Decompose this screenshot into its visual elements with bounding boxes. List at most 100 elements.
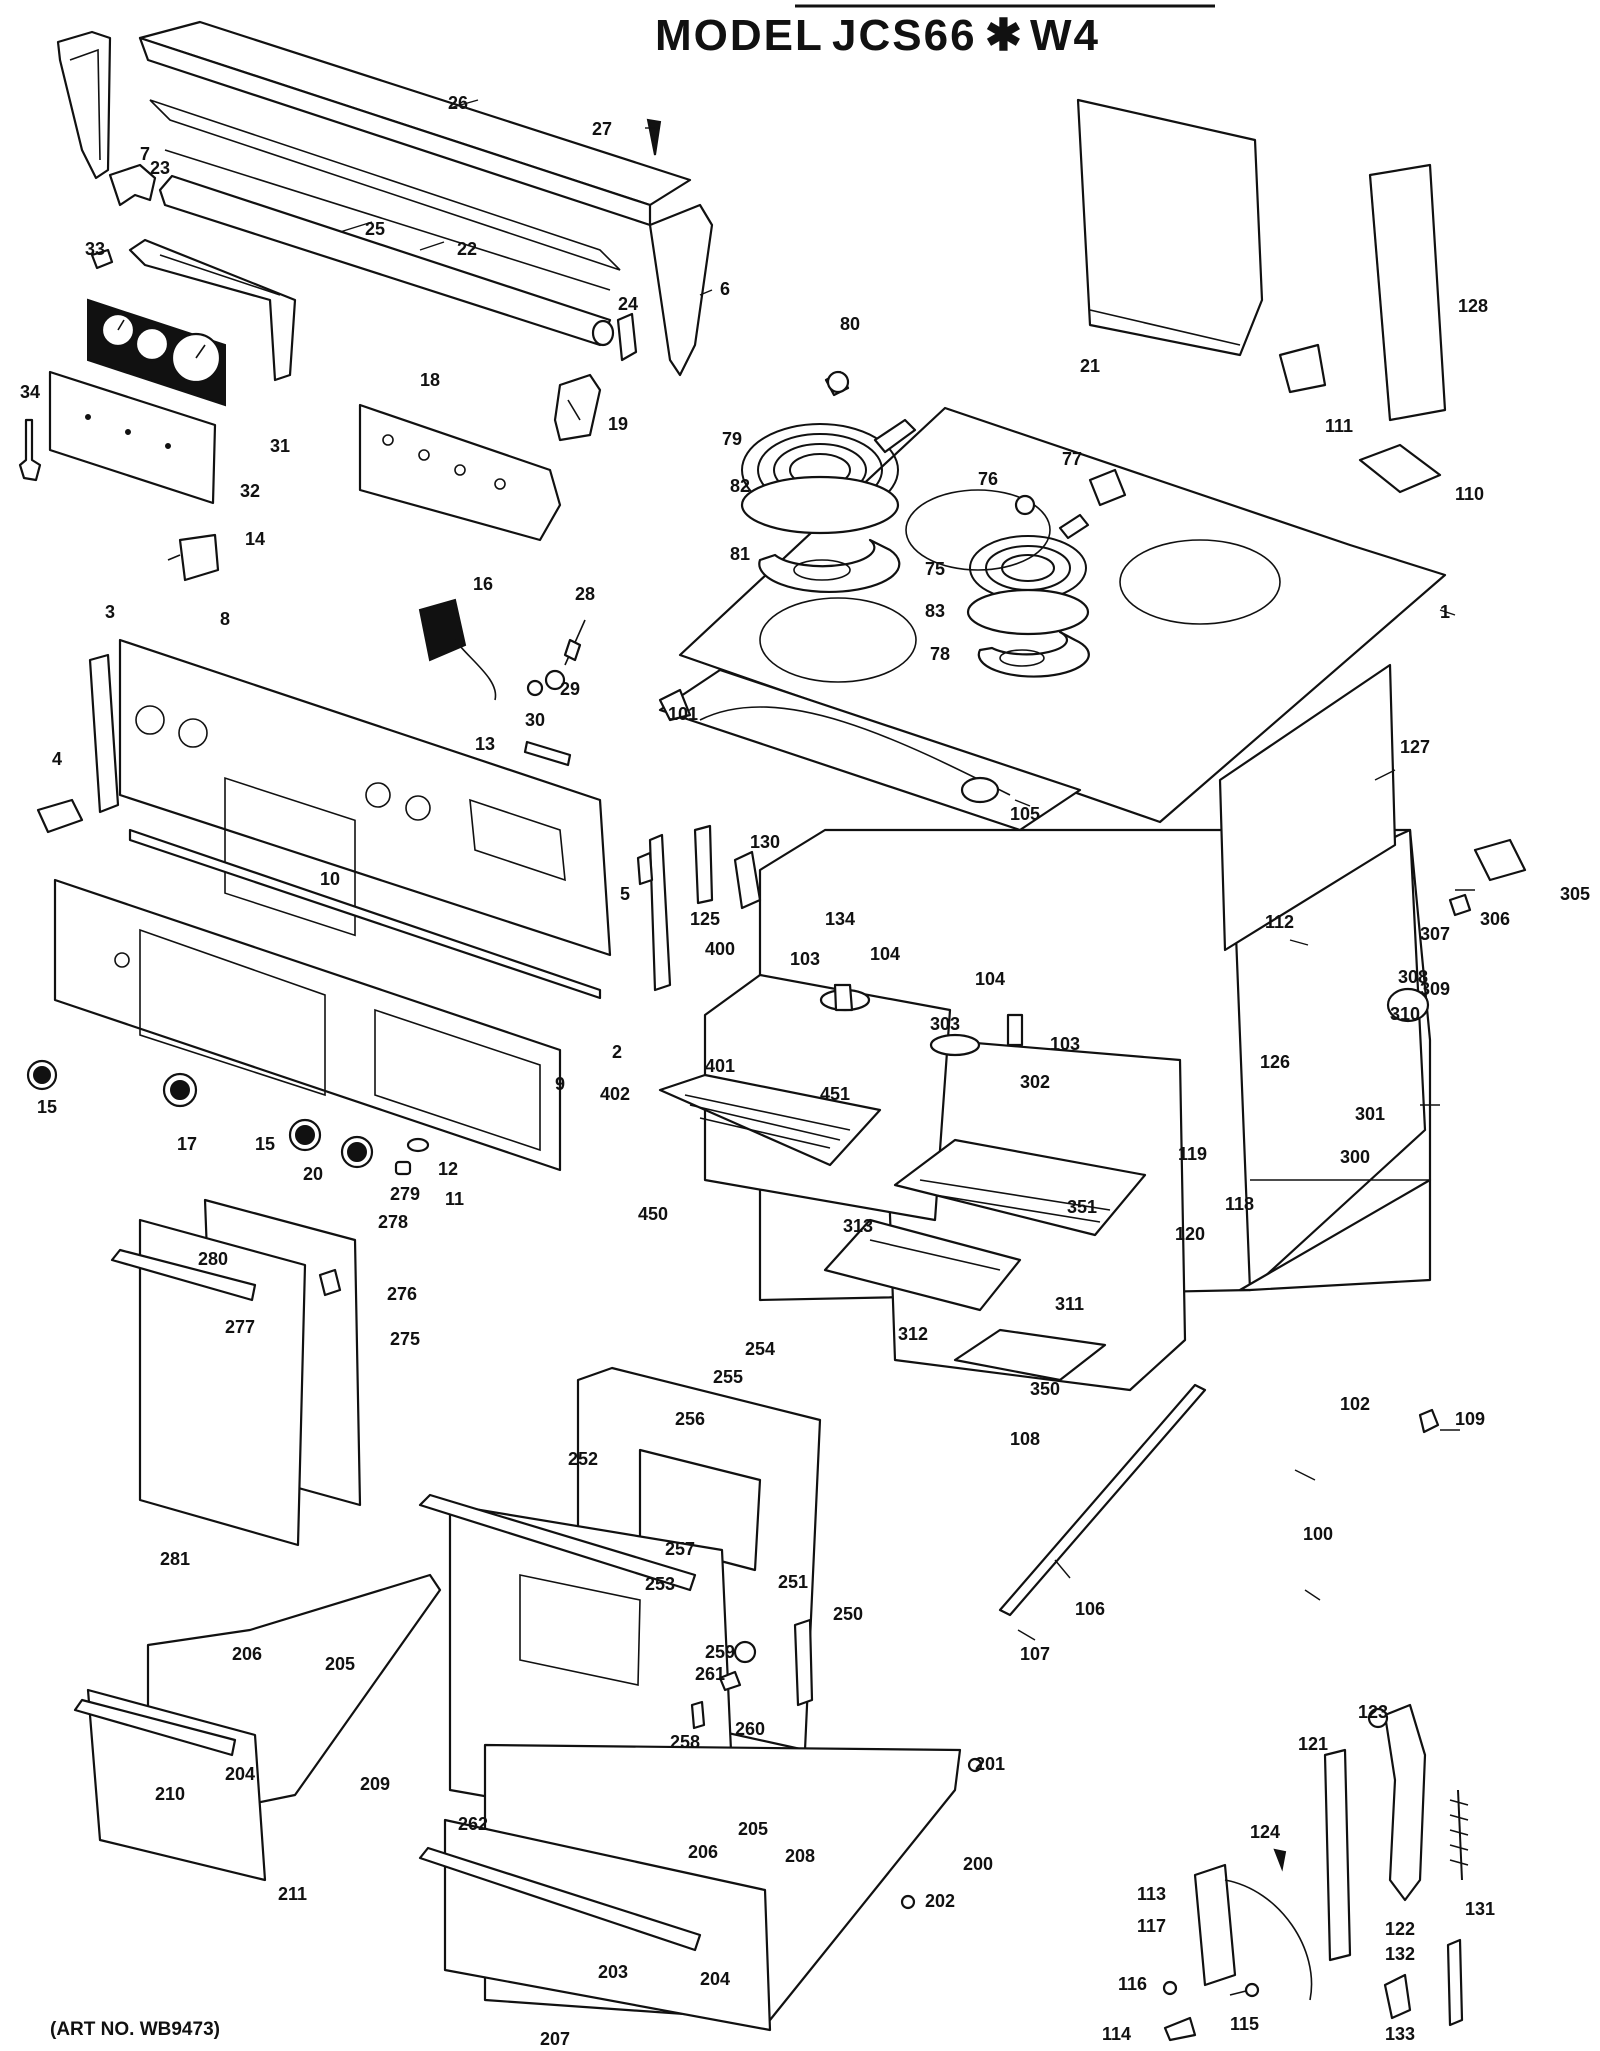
label-204b: 204 xyxy=(700,1969,730,1989)
backguard-end-cap-right xyxy=(648,203,714,377)
label-300: 300 xyxy=(1340,1147,1370,1167)
surface-knob-2 xyxy=(162,1072,198,1108)
control-panel xyxy=(118,638,612,957)
label-127: 127 xyxy=(1400,737,1430,757)
art-number: (ART NO. WB9473) xyxy=(50,2019,220,2040)
hinge-washer-116 xyxy=(1162,1980,1178,1996)
label-125: 125 xyxy=(690,909,720,929)
label-253: 253 xyxy=(645,1574,675,1594)
label-122: 122 xyxy=(1385,1919,1415,1939)
label-261: 261 xyxy=(695,1664,725,1684)
label-210: 210 xyxy=(155,1784,185,1804)
label-257: 257 xyxy=(665,1539,695,1559)
label-105: 105 xyxy=(1010,804,1040,824)
label-23: 23 xyxy=(150,158,170,178)
trim-screw xyxy=(646,118,662,156)
label-6: 6 xyxy=(720,279,730,299)
label-25: 25 xyxy=(365,219,385,239)
label-19: 19 xyxy=(608,414,628,434)
label-262: 262 xyxy=(458,1814,488,1834)
label-124: 124 xyxy=(1250,1822,1280,1842)
trim-ring-large xyxy=(740,475,900,535)
surface-knob-1 xyxy=(26,1059,58,1091)
hinge-clip-114 xyxy=(1163,2016,1197,2042)
label-10: 10 xyxy=(320,869,340,889)
model-suffix: W4 xyxy=(1030,11,1100,60)
side-bracket-left xyxy=(36,653,120,834)
model-star: ✱ xyxy=(985,11,1024,60)
label-207: 207 xyxy=(540,2029,570,2049)
label-3: 3 xyxy=(105,602,115,622)
label-133: 133 xyxy=(1385,2024,1415,2044)
label-11: 11 xyxy=(445,1189,464,1209)
infinite-switch xyxy=(418,598,497,701)
label-104a: 104 xyxy=(870,944,900,964)
label-202: 202 xyxy=(925,1891,955,1911)
oven-light-socket xyxy=(1386,893,1472,1023)
clock-timer xyxy=(87,298,226,407)
label-115: 115 xyxy=(1230,2014,1259,2034)
label-306: 306 xyxy=(1480,909,1510,929)
hinge-bracket-133 xyxy=(1383,1973,1412,2020)
thermostat-knob-assembly xyxy=(526,619,586,697)
label-117: 117 xyxy=(1137,1916,1166,1936)
receptacle-76 xyxy=(1014,494,1036,516)
signal-light-lens xyxy=(394,1160,412,1176)
label-309: 309 xyxy=(1420,979,1450,999)
label-111: 111 xyxy=(1325,416,1353,436)
backsplash-panel xyxy=(1076,98,1264,357)
cabinet-bracket-101 xyxy=(658,688,692,722)
control-panel-trim-strip xyxy=(128,828,602,1000)
label-29: 29 xyxy=(560,679,580,699)
hinge-bracket-125 xyxy=(693,824,714,905)
label-30: 30 xyxy=(525,710,545,730)
label-351: 351 xyxy=(1067,1197,1097,1217)
label-32: 32 xyxy=(240,481,260,501)
label-302: 302 xyxy=(1020,1072,1050,1092)
trim-ring-small xyxy=(966,588,1090,636)
label-400: 400 xyxy=(705,939,735,959)
model-prefix: MODEL xyxy=(655,11,824,60)
label-311: 311 xyxy=(1055,1294,1084,1314)
label-81: 81 xyxy=(730,544,750,564)
door-latch-261 xyxy=(718,1670,742,1692)
storage-drawer xyxy=(418,1743,962,2032)
label-312: 312 xyxy=(898,1324,928,1344)
label-206b: 206 xyxy=(688,1842,718,1862)
label-209: 209 xyxy=(360,1774,390,1794)
label-277: 277 xyxy=(225,1317,255,1337)
label-80: 80 xyxy=(840,314,860,334)
label-77: 77 xyxy=(1062,449,1082,469)
label-250: 250 xyxy=(833,1604,863,1624)
label-14: 14 xyxy=(245,529,265,549)
label-15a: 15 xyxy=(37,1097,57,1117)
clock-set-knob xyxy=(18,418,42,482)
label-121: 121 xyxy=(1298,1734,1328,1754)
label-279: 279 xyxy=(390,1184,420,1204)
label-15b: 15 xyxy=(255,1134,275,1154)
label-258: 258 xyxy=(670,1732,700,1752)
label-254: 254 xyxy=(745,1339,775,1359)
label-28: 28 xyxy=(575,584,595,604)
hinge-arm-122 xyxy=(1383,1703,1427,1902)
label-78: 78 xyxy=(930,644,950,664)
label-126: 126 xyxy=(1260,1052,1290,1072)
door-stop-258 xyxy=(690,1700,706,1730)
label-7: 7 xyxy=(140,144,150,164)
label-305: 305 xyxy=(1560,884,1590,904)
label-1: 1 xyxy=(1440,602,1450,622)
receptacle-77 xyxy=(1088,468,1127,507)
label-200: 200 xyxy=(963,1854,993,1874)
label-123: 123 xyxy=(1358,1702,1388,1722)
lamp-bracket xyxy=(358,403,562,542)
label-308: 308 xyxy=(1398,967,1428,987)
label-134: 134 xyxy=(825,909,855,929)
warming-drawer xyxy=(73,1573,442,1882)
label-20: 20 xyxy=(303,1164,323,1184)
label-401: 401 xyxy=(705,1056,735,1076)
indicator-lens xyxy=(406,1137,430,1153)
label-203: 203 xyxy=(598,1962,628,1982)
backguard-top-trim xyxy=(138,20,692,291)
hinge-body-113 xyxy=(1193,1863,1313,2001)
label-260: 260 xyxy=(735,1719,765,1739)
